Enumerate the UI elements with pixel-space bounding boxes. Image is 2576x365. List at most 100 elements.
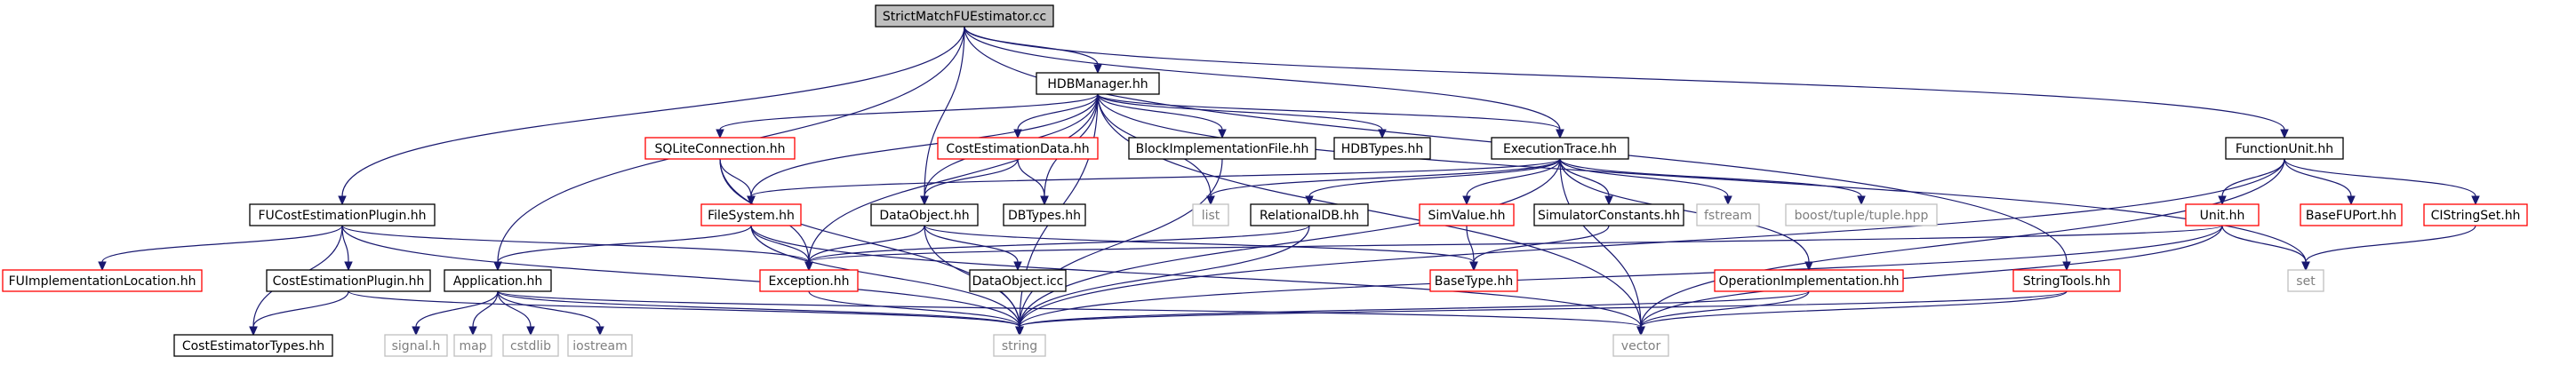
node-label: BaseFUPort.hh	[2306, 209, 2396, 223]
edge-root-to-functionunit	[964, 26, 2289, 139]
node-cstdlib[interactable]: cstdlib	[502, 334, 559, 357]
node-costplugin[interactable]: CostEstimationPlugin.hh	[266, 269, 431, 292]
node-box	[1612, 334, 1669, 357]
edge-hdbmanager-to-hdbtypes	[1097, 93, 1387, 139]
edge-exectrace-to-boosttuple	[1559, 158, 1866, 206]
node-label: SimValue.hh	[1428, 209, 1505, 223]
edge-exectrace-to-list	[1206, 158, 1561, 206]
node-exectrace[interactable]: ExecutionTrace.hh	[1491, 137, 1629, 160]
node-box	[2, 269, 203, 292]
node-box	[969, 269, 1067, 292]
node-basefuport[interactable]: BaseFUPort.hh	[2300, 203, 2403, 226]
node-box	[567, 334, 633, 357]
edge-dataobject-to-dataobjecticc	[924, 225, 1022, 272]
node-label: RelationalDB.hh	[1260, 209, 1359, 223]
node-box	[1192, 203, 1229, 226]
node-box	[266, 269, 431, 292]
node-filesystem[interactable]: FileSystem.hh	[700, 203, 802, 226]
node-dataobject[interactable]: DataObject.hh	[870, 203, 979, 226]
node-hdbtypes[interactable]: HDBTypes.hh	[1333, 137, 1431, 160]
node-set[interactable]: set	[2287, 269, 2324, 292]
node-fucostplugin[interactable]: FUCostEstimationPlugin.hh	[249, 203, 436, 226]
node-application[interactable]: Application.hh	[444, 269, 552, 292]
node-signal[interactable]: signal.h	[384, 334, 448, 357]
node-label: CostEstimationData.hh	[946, 142, 1089, 156]
node-costest[interactable]: CostEstimationData.hh	[937, 137, 1099, 160]
node-box	[1003, 203, 1086, 226]
node-label: OperationImplementation.hh	[1718, 274, 1899, 289]
edge-exectrace-to-simvalue	[1462, 158, 1561, 206]
node-relationaldb[interactable]: RelationalDB.hh	[1250, 203, 1369, 226]
node-vector[interactable]: vector	[1612, 334, 1669, 357]
edge-functionunit-to-unit	[2218, 158, 2285, 206]
node-box	[875, 4, 1054, 28]
node-functionunit[interactable]: FunctionUnit.hh	[2225, 137, 2344, 160]
node-simvalue[interactable]: SimValue.hh	[1419, 203, 1515, 226]
node-blockimpl[interactable]: BlockImplementationFile.hh	[1128, 137, 1316, 160]
edge-costplugin-to-string	[348, 290, 1024, 337]
node-box	[1250, 203, 1369, 226]
node-label: StringTools.hh	[2023, 274, 2110, 289]
node-label: vector	[1621, 339, 1661, 353]
node-opimpl[interactable]: OperationImplementation.hh	[1714, 269, 1904, 292]
node-box	[173, 334, 333, 357]
node-label: FUCostEstimationPlugin.hh	[258, 209, 426, 223]
edge-application-to-string	[497, 290, 1024, 337]
edge-root-to-fucostplugin	[338, 26, 965, 206]
node-box	[2225, 137, 2344, 160]
node-label: Unit.hh	[2200, 209, 2245, 223]
node-dataobjecticc[interactable]: DataObject.icc	[969, 269, 1067, 292]
edge-unit-to-set	[2221, 225, 2310, 272]
node-label: CIStringSet.hh	[2431, 209, 2521, 223]
node-hdbmanager[interactable]: HDBManager.hh	[1036, 72, 1160, 95]
node-label: boost/tuple/tuple.hpp	[1795, 209, 1929, 223]
node-box	[1036, 72, 1160, 95]
node-box	[2012, 269, 2121, 292]
node-box	[1333, 137, 1431, 160]
node-box	[384, 334, 448, 357]
node-map[interactable]: map	[453, 334, 492, 357]
node-box	[2287, 269, 2324, 292]
node-root[interactable]: StrictMatchFUEstimator.cc	[875, 4, 1054, 28]
node-label: fstream	[1704, 209, 1752, 223]
edge-exectrace-to-opimpl	[1559, 158, 1813, 272]
node-box	[2185, 203, 2260, 226]
node-label: HDBManager.hh	[1047, 77, 1148, 91]
node-string[interactable]: string	[993, 334, 1046, 357]
edge-application-to-map	[468, 290, 499, 337]
node-dbtypes[interactable]: DBTypes.hh	[1003, 203, 1086, 226]
node-box	[700, 203, 802, 226]
edge-hdbmanager-to-exectrace	[1097, 93, 1564, 139]
edge-fucostplugin-to-fuimplloc	[98, 225, 343, 272]
node-fstream[interactable]: fstream	[1696, 203, 1760, 226]
node-label: FUImplementationLocation.hh	[9, 274, 196, 289]
node-label: CostEstimatorTypes.hh	[182, 339, 324, 353]
node-label: StrictMatchFUEstimator.cc	[883, 10, 1046, 24]
node-boosttuple[interactable]: boost/tuple/tuple.hpp	[1785, 203, 1938, 226]
node-exception[interactable]: Exception.hh	[759, 269, 859, 292]
node-label: SimulatorConstants.hh	[1538, 209, 1680, 223]
edge-filesystem-to-application	[493, 225, 752, 272]
edge-functionunit-to-cistringset	[2284, 158, 2480, 206]
node-box	[502, 334, 559, 357]
node-fuimplloc[interactable]: FUImplementationLocation.hh	[2, 269, 203, 292]
node-label: string	[1002, 339, 1037, 353]
node-iostream[interactable]: iostream	[567, 334, 633, 357]
node-basetype[interactable]: BaseType.hh	[1429, 269, 1518, 292]
dependency-edges	[98, 26, 2480, 337]
node-stringtools[interactable]: StringTools.hh	[2012, 269, 2121, 292]
node-box	[1429, 269, 1518, 292]
edge-opimpl-to-vector	[1636, 290, 1810, 337]
node-sqlite[interactable]: SQLiteConnection.hh	[644, 137, 796, 160]
node-cistringset[interactable]: CIStringSet.hh	[2423, 203, 2528, 226]
node-box	[2423, 203, 2528, 226]
node-list[interactable]: list	[1192, 203, 1229, 226]
edge-exectrace-to-simconst	[1559, 158, 1613, 206]
edge-unit-to-vector	[1636, 225, 2223, 337]
node-box	[444, 269, 552, 292]
node-unit[interactable]: Unit.hh	[2185, 203, 2260, 226]
node-label: iostream	[572, 339, 628, 353]
node-simconst[interactable]: SimulatorConstants.hh	[1533, 203, 1684, 226]
edge-dataobject-to-exception	[804, 225, 925, 272]
node-costtypes[interactable]: CostEstimatorTypes.hh	[173, 334, 333, 357]
